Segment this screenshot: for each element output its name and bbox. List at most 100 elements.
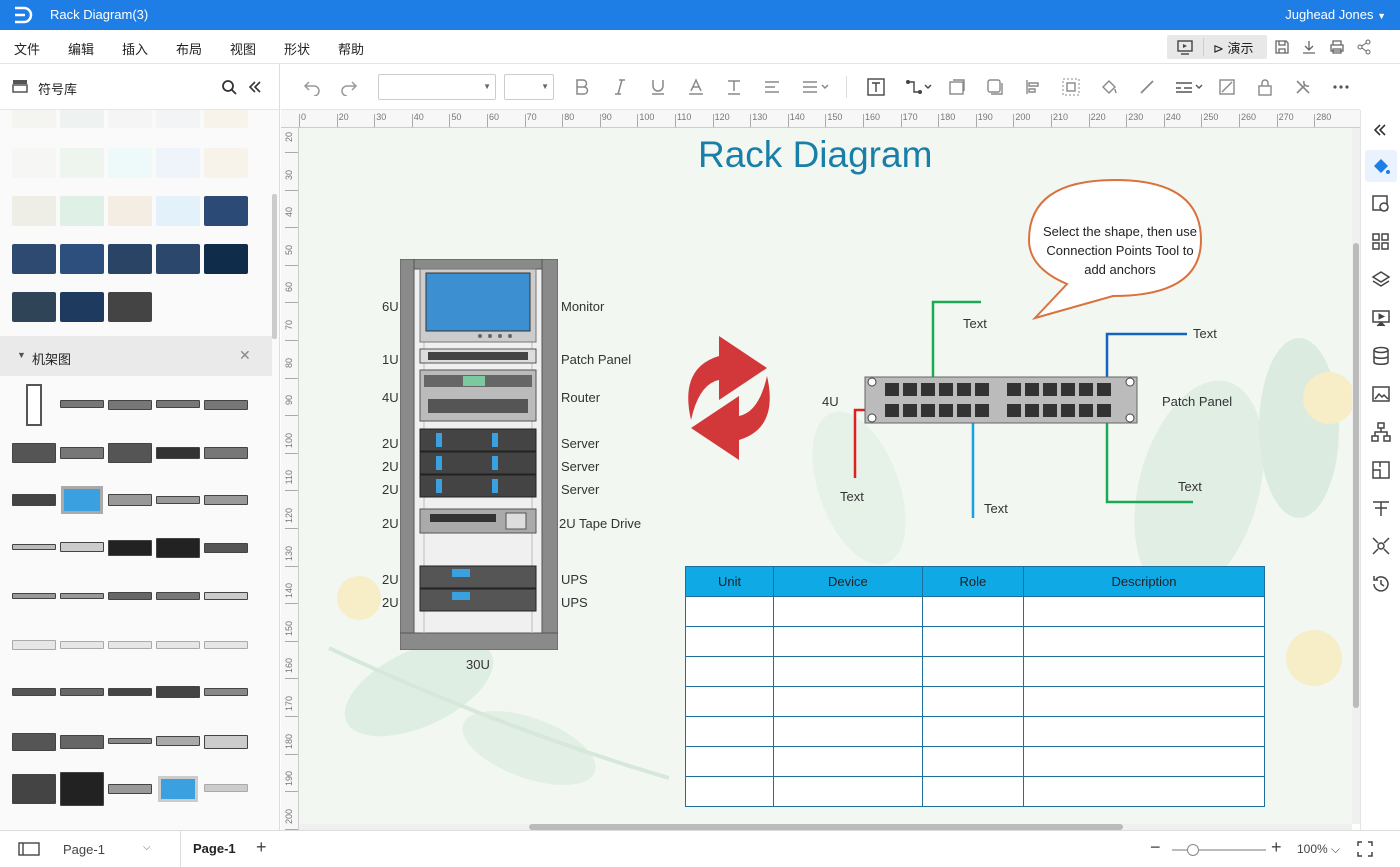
rack-symbol[interactable]	[156, 641, 200, 649]
line-spacing-icon[interactable]	[801, 78, 829, 96]
components-icon[interactable]	[1371, 232, 1391, 252]
background-thumbnail[interactable]	[156, 110, 200, 128]
rack-symbol[interactable]	[108, 400, 152, 410]
timeline-icon[interactable]	[1371, 498, 1391, 518]
rack-symbol[interactable]	[60, 400, 104, 408]
table-cell[interactable]	[1023, 746, 1265, 777]
rack-symbol[interactable]	[12, 593, 56, 599]
layers-icon[interactable]	[1371, 270, 1391, 290]
background-thumbnail[interactable]	[60, 110, 104, 128]
background-thumbnail[interactable]	[108, 110, 152, 128]
zoom-in-icon[interactable]: +	[1271, 837, 1282, 857]
table-cell[interactable]	[684, 686, 775, 717]
rack-symbol[interactable]	[204, 543, 248, 553]
line-color-icon[interactable]	[1138, 78, 1156, 96]
table-cell[interactable]	[773, 716, 923, 747]
rack-symbol[interactable]	[12, 688, 56, 696]
lock-icon[interactable]	[1256, 78, 1274, 96]
search-icon[interactable]	[221, 79, 237, 95]
rack-symbol[interactable]	[108, 592, 152, 600]
rack-symbol[interactable]	[108, 738, 152, 744]
vertical-scrollbar[interactable]	[1352, 128, 1360, 824]
table-cell[interactable]	[1023, 626, 1265, 657]
table-cell[interactable]	[921, 776, 1025, 807]
diagram-title[interactable]: Rack Diagram	[698, 134, 933, 175]
background-thumbnail[interactable]	[204, 196, 248, 226]
rack-symbol[interactable]	[204, 688, 248, 696]
rack-symbol[interactable]	[60, 735, 104, 749]
page-view-icon[interactable]	[18, 842, 40, 856]
app-logo-icon[interactable]	[12, 5, 34, 25]
background-thumbnail[interactable]	[108, 292, 152, 322]
menu-help[interactable]: 帮助	[338, 42, 365, 57]
background-thumbnail[interactable]	[60, 196, 104, 226]
undo-icon[interactable]	[303, 78, 321, 96]
rack-symbol[interactable]	[60, 688, 104, 696]
table-row[interactable]	[684, 596, 1265, 627]
rack-symbol[interactable]	[60, 772, 104, 806]
rack-symbol[interactable]	[204, 784, 248, 792]
rack-symbol[interactable]	[156, 447, 200, 459]
share-icon[interactable]	[1356, 39, 1372, 55]
floor-plan-icon[interactable]	[1371, 460, 1391, 480]
table-cell[interactable]	[773, 746, 923, 777]
user-menu[interactable]: Jughead Jones ▼	[1285, 7, 1386, 22]
menu-edit[interactable]: 编辑	[68, 42, 95, 57]
history-icon[interactable]	[1371, 574, 1391, 594]
background-thumbnail[interactable]	[108, 148, 152, 178]
server-rack[interactable]	[400, 259, 558, 650]
rack-symbol[interactable]	[156, 592, 200, 600]
line-style-icon[interactable]	[1174, 78, 1204, 96]
present-button[interactable]: ⊳ 演示	[1213, 38, 1254, 57]
rack-symbol[interactable]	[12, 733, 56, 751]
rack-symbol[interactable]	[156, 538, 200, 558]
menu-shape[interactable]: 形状	[284, 42, 311, 57]
table-cell[interactable]	[1023, 656, 1265, 687]
table-cell[interactable]	[773, 656, 923, 687]
connector-icon[interactable]	[905, 78, 933, 96]
download-icon[interactable]	[1301, 39, 1317, 55]
connection-text-label[interactable]: Text	[1178, 479, 1202, 494]
table-row[interactable]	[684, 626, 1265, 657]
background-thumbnail[interactable]	[156, 196, 200, 226]
rack-symbol[interactable]	[156, 736, 200, 746]
rack-symbol[interactable]	[108, 540, 152, 556]
background-thumbnail[interactable]	[60, 244, 104, 274]
rack-symbol[interactable]	[108, 688, 152, 696]
text-box-icon[interactable]	[867, 78, 885, 96]
rack-symbol[interactable]	[12, 494, 56, 506]
horizontal-scrollbar[interactable]	[299, 824, 1352, 830]
rack-symbol[interactable]	[108, 494, 152, 506]
table-cell[interactable]	[684, 626, 775, 657]
slideshow-icon[interactable]	[1176, 39, 1194, 55]
underline-icon[interactable]	[649, 78, 667, 96]
shape-properties-icon[interactable]	[1371, 194, 1391, 214]
rack-symbol[interactable]	[204, 495, 248, 505]
table-cell[interactable]	[921, 746, 1025, 777]
rack-monitor-symbol[interactable]	[158, 776, 198, 802]
drawing-canvas[interactable]: Rack Diagram 6U 1U 4U 2U 2U 2U 2U 2U	[299, 128, 1352, 824]
background-thumbnail[interactable]	[12, 292, 56, 322]
rack-symbol[interactable]	[204, 735, 248, 749]
table-cell[interactable]	[1023, 716, 1265, 747]
rack-symbol[interactable]	[156, 496, 200, 504]
table-cell[interactable]	[921, 686, 1025, 717]
page-tab-active[interactable]: Page-1	[193, 841, 236, 856]
style-fill-icon[interactable]	[1371, 156, 1391, 176]
collapse-panel-icon[interactable]	[248, 80, 262, 94]
menu-file[interactable]: 文件	[14, 42, 41, 57]
image-icon[interactable]	[1371, 384, 1391, 404]
group-icon[interactable]	[1062, 78, 1080, 96]
patch-panel-diagram[interactable]	[839, 296, 1209, 526]
save-icon[interactable]	[1274, 39, 1290, 55]
rack-symbol[interactable]	[108, 784, 152, 794]
table-row[interactable]	[684, 746, 1265, 777]
zoom-slider-track[interactable]	[1172, 849, 1266, 851]
rack-symbol[interactable]	[60, 641, 104, 649]
rack-symbol[interactable]	[26, 384, 42, 426]
background-thumbnail[interactable]	[12, 196, 56, 226]
rack-symbol[interactable]	[12, 640, 56, 650]
rack-symbol[interactable]	[204, 447, 248, 459]
rack-symbol[interactable]	[108, 443, 152, 463]
sidebar-scrollbar[interactable]	[272, 194, 277, 339]
